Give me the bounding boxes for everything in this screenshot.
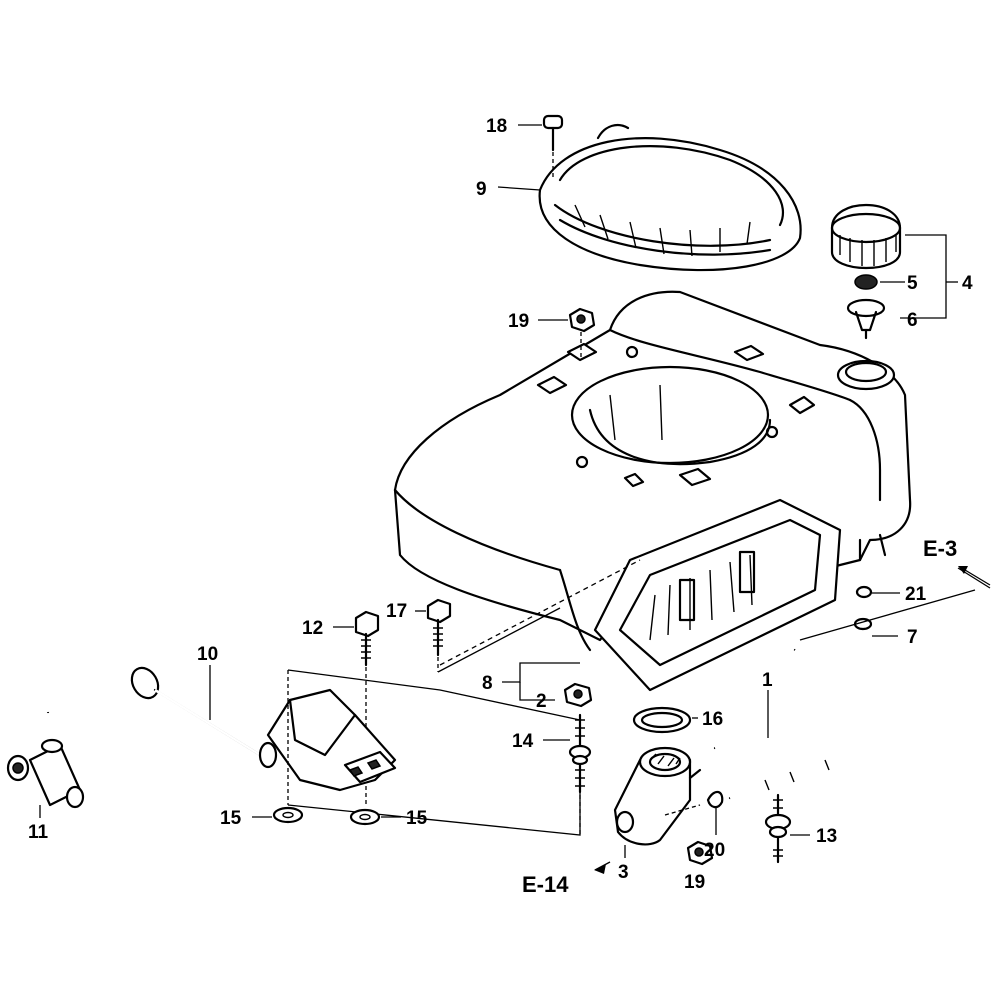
callout-21: 21 (905, 584, 927, 605)
callout-15-left: 15 (220, 808, 242, 829)
fuel-pump-assembly[interactable] (258, 688, 397, 792)
bolt-part-12[interactable] (354, 610, 380, 667)
fitting-part-13[interactable] (764, 793, 792, 864)
callout-3: 3 (618, 862, 629, 883)
callout-16: 16 (702, 709, 723, 730)
screw-part-18[interactable] (542, 114, 564, 152)
stud-part-14[interactable] (568, 713, 592, 794)
nut-part-19-bottom[interactable] (686, 840, 714, 866)
nut-part-19-top[interactable] (568, 307, 596, 333)
washer-part-15-left[interactable] (272, 806, 304, 824)
reference-e3: E-3 (923, 536, 957, 561)
callout-5: 5 (907, 273, 918, 294)
o-ring-part-5[interactable] (854, 274, 878, 290)
callout-10: 10 (197, 644, 218, 665)
callout-9: 9 (476, 179, 487, 200)
fuel-line-part-10[interactable] (45, 652, 267, 760)
callout-20: 20 (704, 840, 725, 861)
washer-part-15-right[interactable] (349, 808, 381, 826)
tube-part-7[interactable] (728, 617, 873, 801)
tube-part-1[interactable] (713, 648, 851, 751)
reference-e14: E-14 (522, 872, 569, 897)
callout-15-right: 15 (406, 808, 428, 829)
callout-18: 18 (486, 116, 507, 137)
callout-8: 8 (482, 673, 493, 694)
starter-cover-part-9[interactable] (538, 123, 802, 272)
callout-1: 1 (762, 670, 773, 691)
bolt-part-17[interactable] (426, 598, 452, 657)
oil-cap-part-4[interactable] (830, 203, 902, 270)
callout-13: 13 (816, 826, 837, 847)
callout-19-top: 19 (508, 311, 529, 332)
clip-part-21[interactable] (855, 585, 873, 599)
callout-2: 2 (536, 691, 547, 712)
callout-6: 6 (907, 310, 918, 331)
callout-19-bottom: 19 (684, 872, 705, 893)
fan-cover-shroud[interactable] (393, 290, 912, 692)
callout-17: 17 (386, 601, 407, 622)
gauge-part-6[interactable] (846, 298, 886, 340)
callout-7: 7 (907, 627, 918, 648)
clip-part-20[interactable] (706, 790, 724, 809)
callout-12: 12 (302, 618, 323, 639)
gasket-part-16[interactable] (632, 706, 692, 734)
callout-11: 11 (28, 822, 49, 843)
fuel-strainer-part-11[interactable] (6, 738, 85, 809)
callout-4: 4 (962, 273, 973, 294)
nut-part-2[interactable] (563, 682, 593, 708)
fuel-valve-part-3[interactable] (613, 746, 702, 846)
callout-14: 14 (512, 731, 534, 752)
